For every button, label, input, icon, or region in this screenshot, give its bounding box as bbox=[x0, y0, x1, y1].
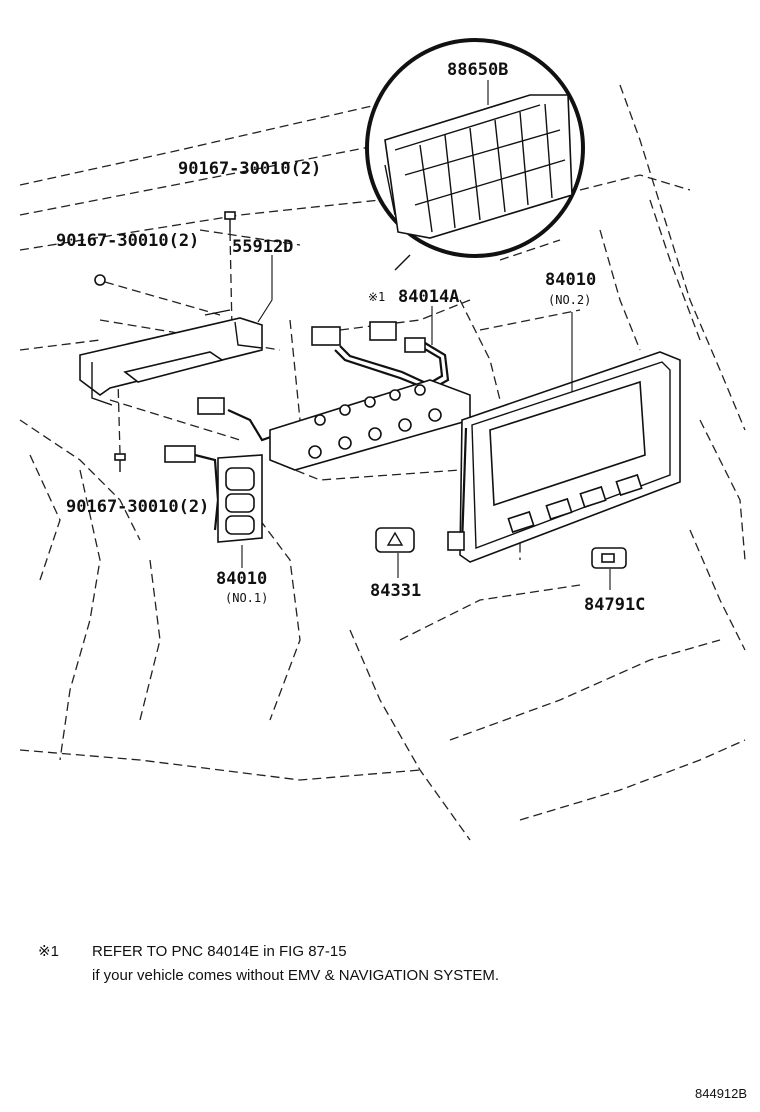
part-label-84791c: 84791C bbox=[584, 595, 645, 615]
part-label-84010-no1: 84010 bbox=[216, 569, 267, 589]
switch-no1 bbox=[164, 445, 263, 543]
note-marker: ※1 bbox=[38, 943, 59, 960]
figure-code: 844912B bbox=[695, 1086, 747, 1101]
bolt-left-icon bbox=[94, 274, 221, 316]
relay-block bbox=[384, 94, 573, 239]
bolt-upper-icon bbox=[224, 211, 236, 331]
part-label-84010-no1-sub: (NO.1) bbox=[225, 591, 268, 605]
note-line-1: REFER TO PNC 84014E in FIG 87-15 bbox=[92, 943, 347, 960]
bracket bbox=[79, 309, 263, 406]
part-label-90167-lower: 90167-30010(2) bbox=[66, 497, 209, 517]
switch-no2 bbox=[447, 351, 681, 563]
part-label-90167-left: 90167-30010(2) bbox=[56, 231, 199, 251]
part-label-84014a-prefix: ※1 bbox=[368, 290, 385, 304]
small-switch bbox=[591, 547, 627, 569]
part-label-88650b: 88650B bbox=[447, 60, 508, 80]
switch-board bbox=[269, 379, 471, 471]
part-label-84331: 84331 bbox=[370, 581, 421, 601]
part-label-90167-upper: 90167-30010(2) bbox=[178, 159, 321, 179]
part-label-84014a: 84014A bbox=[398, 287, 459, 307]
note-line-2: if your vehicle comes without EMV & NAVI… bbox=[92, 967, 499, 984]
wire-harness bbox=[197, 321, 450, 442]
part-label-55912d: 55912D bbox=[232, 237, 293, 257]
relay-block-callout bbox=[365, 38, 585, 271]
part-label-84010-no2: 84010 bbox=[545, 270, 596, 290]
bolt-lower-icon bbox=[114, 379, 126, 472]
part-label-84010-no2-sub: (NO.2) bbox=[548, 293, 591, 307]
dashboard-outline bbox=[19, 84, 746, 841]
hazard-switch bbox=[375, 527, 415, 553]
